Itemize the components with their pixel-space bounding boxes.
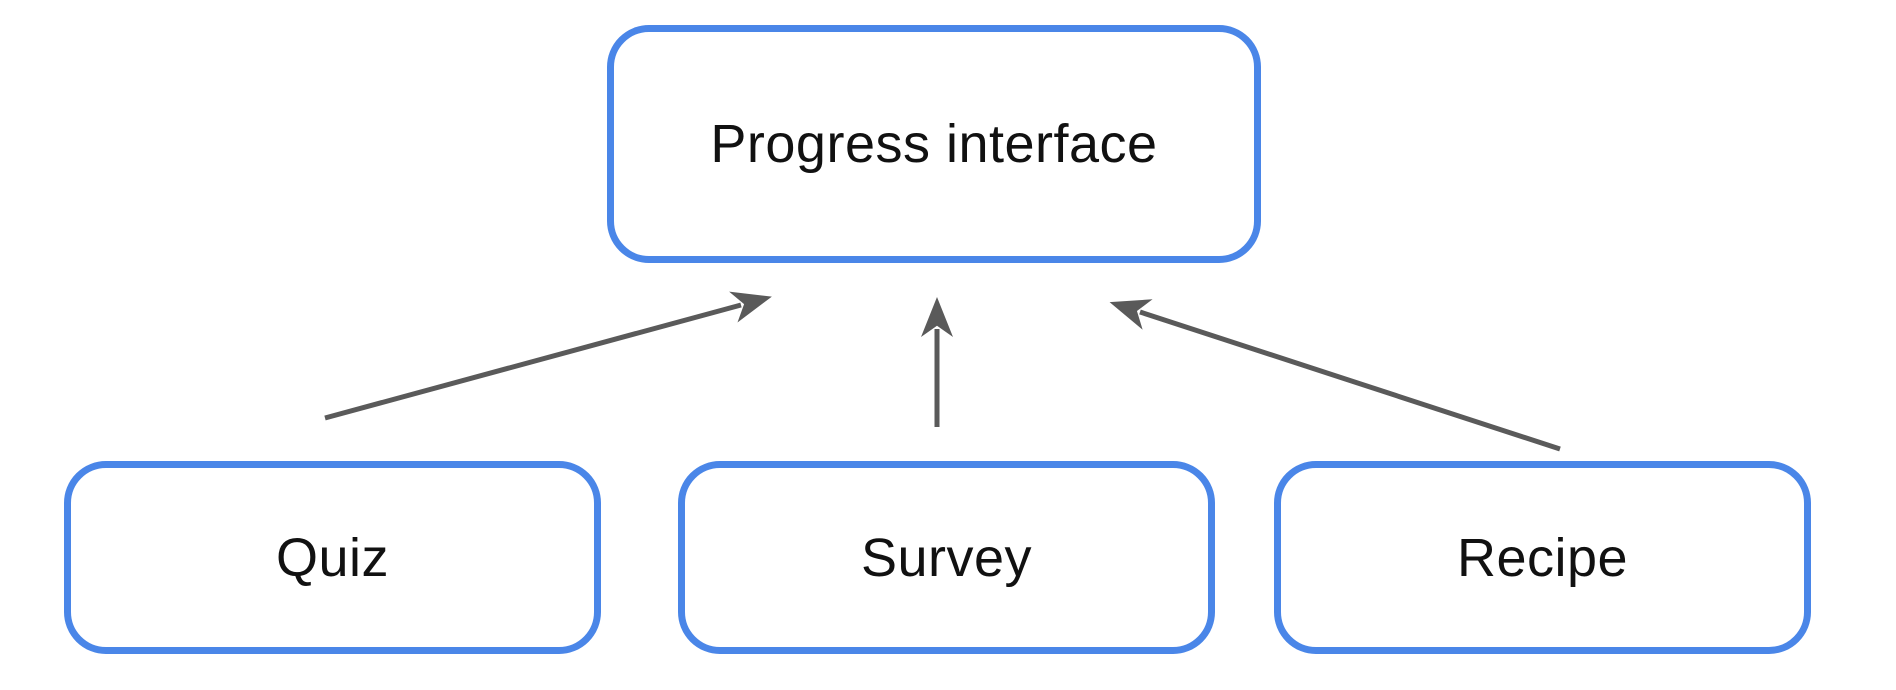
node-recipe: Recipe (1274, 461, 1811, 654)
arrow-recipe-to-progress-interface (1109, 299, 1561, 452)
node-progress-interface-label: Progress interface (710, 114, 1158, 174)
node-quiz-label: Quiz (275, 527, 390, 588)
node-quiz: Quiz (64, 461, 601, 654)
node-survey-label: Survey (860, 527, 1033, 588)
node-progress-interface: Progress interface (607, 25, 1261, 263)
node-recipe-label: Recipe (1456, 527, 1629, 588)
arrow-quiz-to-progress-interface (324, 291, 772, 421)
node-survey: Survey (678, 461, 1215, 654)
